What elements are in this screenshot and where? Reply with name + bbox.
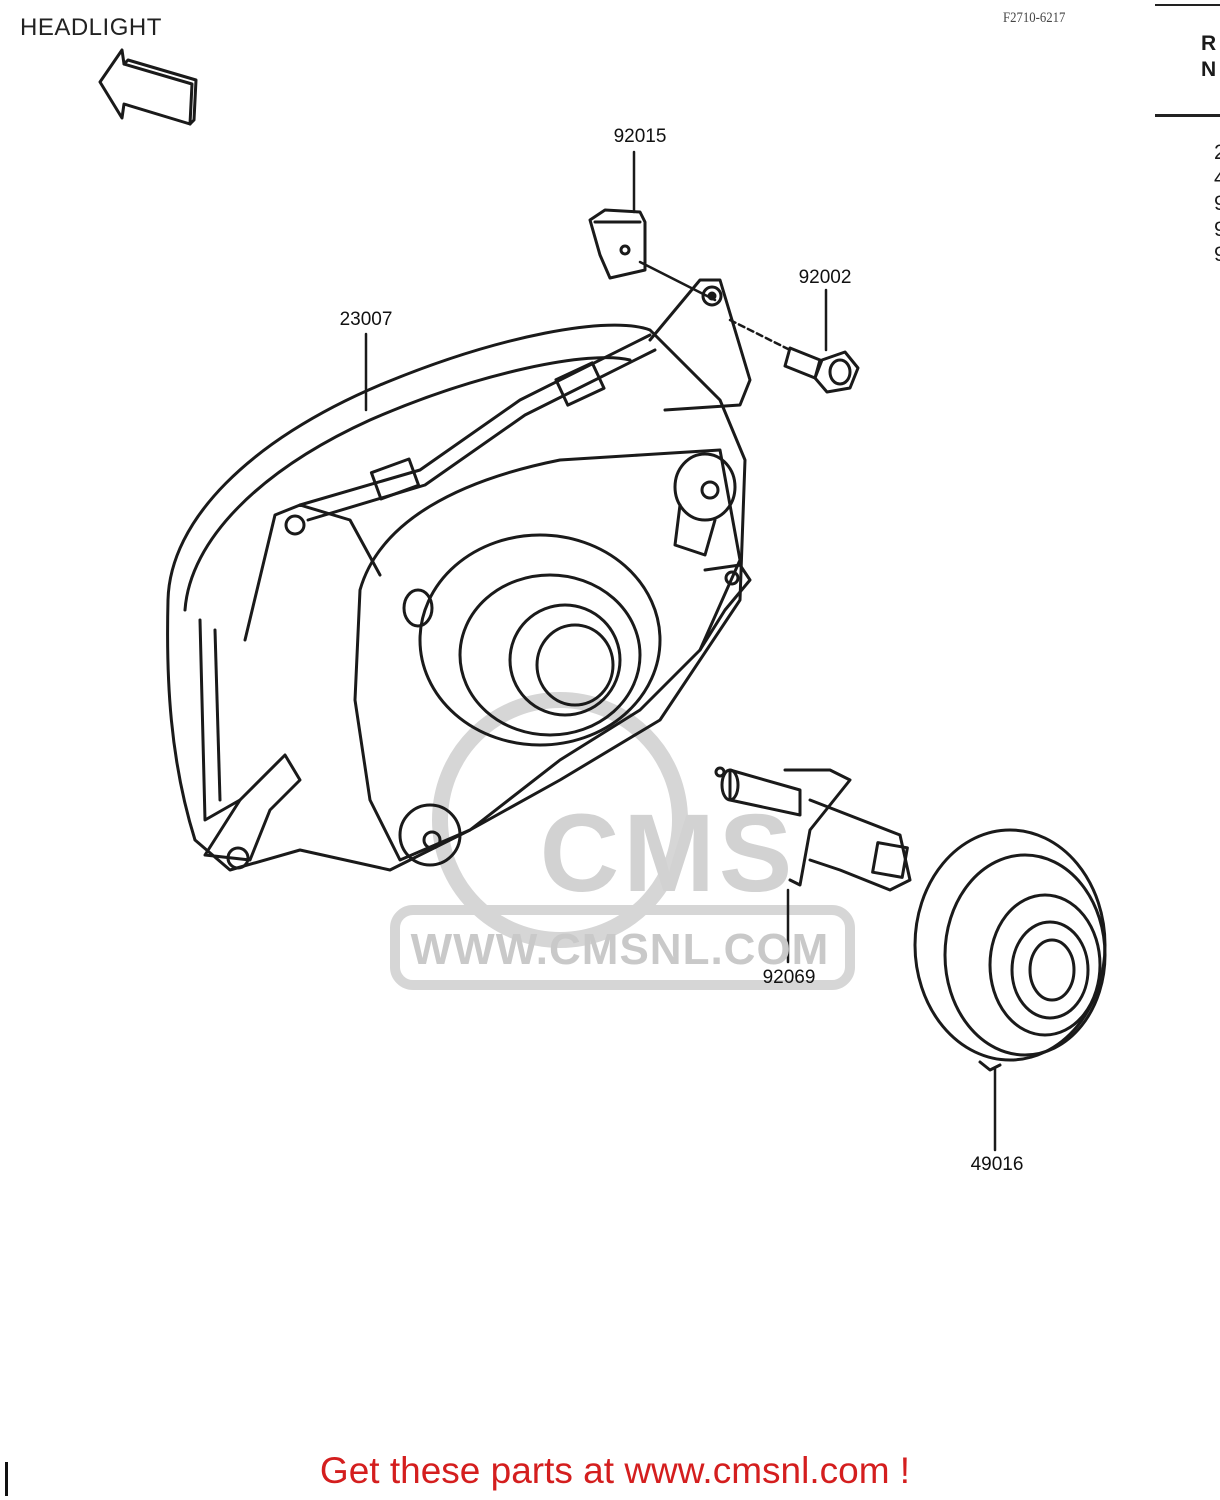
table-cell: 2 [1214,141,1220,164]
table-cell: 9 [1214,217,1220,241]
part-label-clip[interactable]: 92015 [613,126,667,147]
table-cell: 9 [1214,243,1220,266]
table-cell: 4 [1214,166,1220,190]
table-header-1: R [1201,32,1217,55]
watermark-logo: CMS [539,792,797,915]
front-arrow-icon [98,48,198,126]
table-digits: 2 4 9 9 9 [1214,140,1220,268]
part-label-bulb[interactable]: 92069 [762,967,816,988]
table-header-2: N [1201,58,1217,81]
part-label-socket-cover[interactable]: 49016 [970,1154,1024,1175]
watermark-badge [390,692,855,990]
socket-cover [913,828,1107,1072]
page-edge-mark [5,1462,8,1496]
clip-nut [588,208,647,280]
table-top-rule [1155,4,1220,6]
part-label-headlight-unit[interactable]: 23007 [339,309,393,330]
bolt [783,346,860,394]
watermark-url: WWW.CMSNL.COM [410,925,830,974]
figure-reference-code: F2710-6217 [1003,10,1066,26]
headlight-housing [166,278,752,872]
leader-lines [364,150,997,1152]
footer-promo-link[interactable]: Get these parts at www.cmsnl.com ! [319,1450,911,1491]
bulb [714,766,912,892]
side-parts-table: R N 2 4 9 9 9 [1155,0,1220,270]
table-cell: 9 [1214,192,1220,215]
part-label-bolt[interactable]: 92002 [798,267,852,288]
page-title: HEADLIGHT [20,14,162,41]
table-header-rule [1155,114,1220,117]
